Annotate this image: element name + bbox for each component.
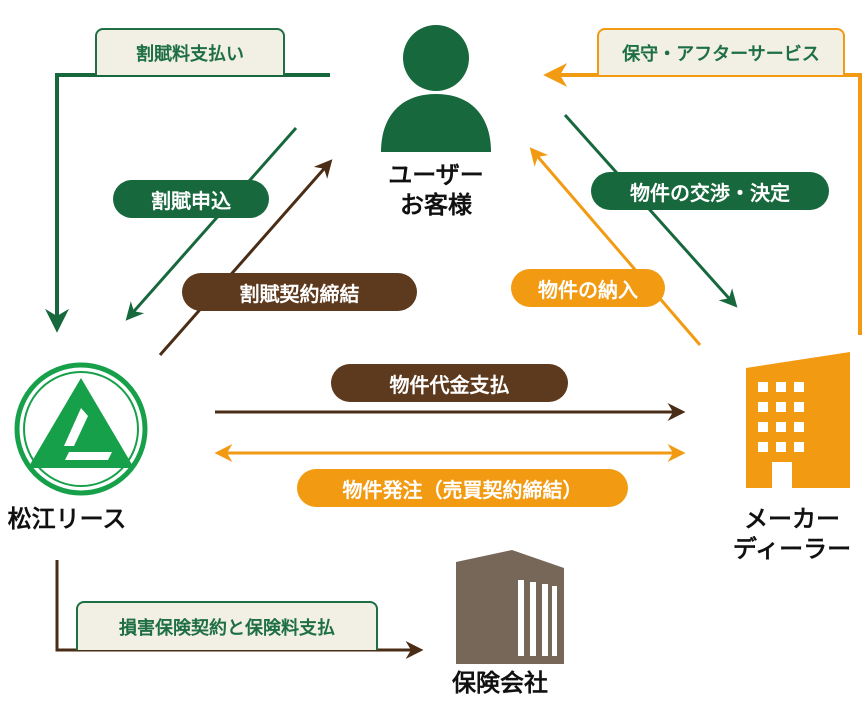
user-label: ユーザー お客様 — [356, 160, 516, 220]
insurance-tab: 損害保険契約と保険料支払 — [76, 601, 378, 650]
maker-label-line2: ディーラー — [732, 535, 852, 563]
negotiation-line — [563, 113, 738, 308]
building-icon — [746, 352, 850, 488]
installment-apply-label: 割賦申込 — [113, 180, 269, 218]
lease-logo-icon — [14, 362, 148, 496]
installment-payment-tab: 割賦料支払い — [95, 28, 285, 75]
user-label-line1: ユーザー — [388, 161, 484, 189]
after-service-tab: 保守・アフターサービス — [597, 28, 845, 75]
maker-label: メーカー ディーラー — [718, 504, 866, 564]
person-icon — [381, 25, 491, 152]
after-service-line — [543, 63, 862, 335]
installment-contract-line — [158, 159, 333, 356]
office-building-icon — [456, 550, 564, 664]
user-label-line2: お客様 — [400, 191, 472, 219]
insurance-line — [55, 560, 424, 659]
installment-apply-line — [125, 127, 298, 321]
installment-payment-line — [45, 73, 330, 333]
maker-label-line1: メーカー — [744, 505, 840, 533]
negotiation-label: 物件の交渉・決定 — [591, 172, 829, 210]
insurer-label: 保険会社 — [452, 669, 548, 697]
payment-label: 物件代金支払 — [331, 364, 568, 402]
lease-label: 松江リース — [7, 505, 127, 533]
delivery-label: 物件の納入 — [511, 269, 665, 307]
installment-contract-label: 割賦契約締結 — [182, 273, 417, 311]
delivery-line — [529, 147, 702, 346]
order-label: 物件発注（売買契約締結） — [297, 469, 628, 507]
